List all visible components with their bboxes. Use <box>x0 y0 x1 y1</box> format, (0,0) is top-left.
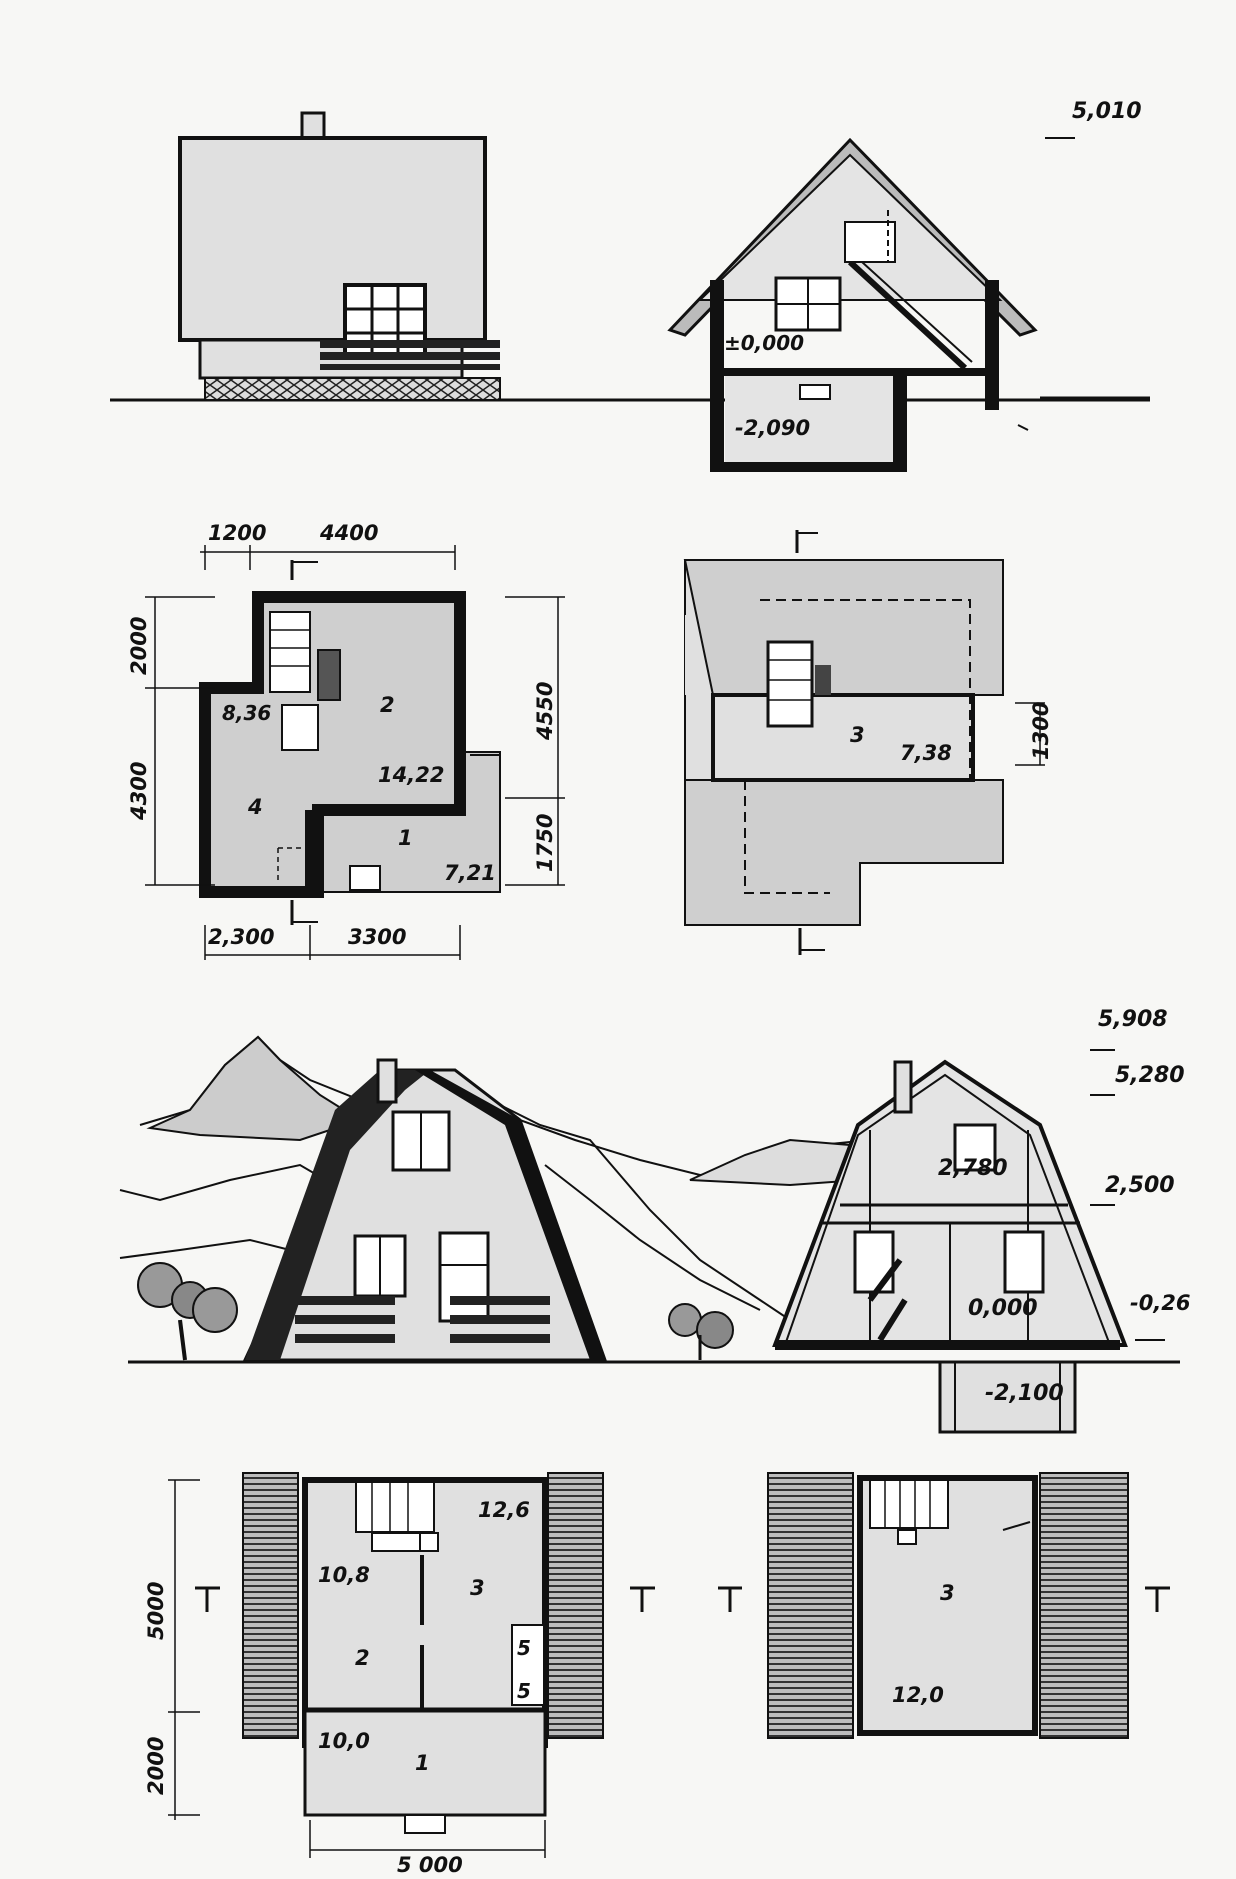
room-number: 2 <box>380 693 395 717</box>
dimension-label: 1300 <box>1029 702 1053 760</box>
dimension-label: 4550 <box>533 682 557 741</box>
dimension-label: 2,300 <box>208 925 274 949</box>
house-b-ground-plan <box>168 1472 655 1858</box>
room-area: 7,21 <box>444 861 496 885</box>
house-a-ground-plan <box>145 545 565 960</box>
dimension-label: 5000 <box>144 1582 168 1640</box>
room-number: 3 <box>850 723 865 747</box>
dimension-label: 4300 <box>127 762 151 821</box>
level-label: 0,000 <box>968 1296 1038 1321</box>
room-number: 3 <box>940 1581 955 1605</box>
house-b-section <box>772 1049 1165 1434</box>
room-number: 2 <box>355 1646 370 1670</box>
dimension-label: 2000 <box>144 1737 168 1795</box>
dimension-label: 3300 <box>348 925 406 949</box>
dimension-label: 4400 <box>319 521 378 545</box>
level-label: 2,780 <box>938 1156 1008 1181</box>
room-number: 4 <box>247 795 263 819</box>
room-number: 1 <box>398 826 413 850</box>
house-b-attic-plan <box>718 1472 1170 1739</box>
room-area: 12,0 <box>892 1683 944 1707</box>
level-label: 5,908 <box>1098 1007 1168 1032</box>
room-area: 10,0 <box>318 1729 370 1753</box>
level-label: ±0,000 <box>724 331 804 355</box>
room-area: 12,6 <box>478 1498 530 1522</box>
dimension-label: 1750 <box>533 814 557 872</box>
room-area: 7,38 <box>900 741 952 765</box>
house-a-attic-plan <box>683 530 1045 955</box>
dimension-label: 5 000 <box>397 1853 463 1877</box>
room-number: 5 <box>517 1679 531 1703</box>
room-area: 14,22 <box>378 763 444 787</box>
room-number: 3 <box>470 1576 485 1600</box>
level-label: -2,090 <box>735 416 810 440</box>
labels: 5,010 ±0,000 -2,090 1200 4400 2,300 3300… <box>127 99 1191 1877</box>
room-number: 5 <box>517 1636 531 1660</box>
level-label: 5,280 <box>1115 1063 1185 1088</box>
house-a-section <box>667 137 1150 472</box>
level-label: 5,010 <box>1072 99 1142 124</box>
room-area: 8,36 <box>222 701 271 725</box>
house-b-elevation <box>119 1035 1180 1364</box>
dimension-label: 2000 <box>127 617 151 675</box>
level-label: 2,500 <box>1105 1173 1175 1198</box>
room-area: 10,8 <box>318 1563 370 1587</box>
house-a-elevation <box>110 111 1150 402</box>
level-label: -0,26 <box>1130 1291 1191 1315</box>
dimension-label: 1200 <box>208 521 266 545</box>
level-label: -2,100 <box>985 1381 1064 1406</box>
room-number: 1 <box>415 1751 430 1775</box>
